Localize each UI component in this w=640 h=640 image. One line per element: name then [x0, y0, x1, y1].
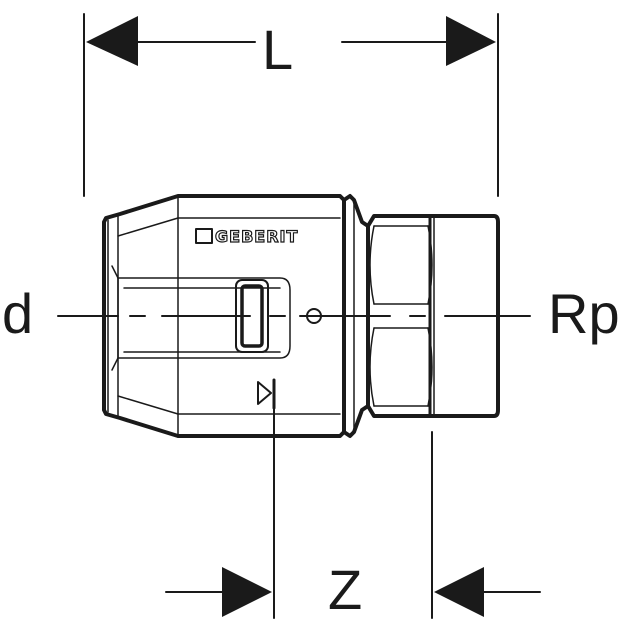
dimension-Z — [165, 407, 541, 619]
dimension-label-Rp: Rp — [548, 282, 620, 345]
dimension-label-L: L — [262, 18, 294, 81]
brand-text: GEBERIT — [214, 226, 299, 246]
dimension-label-Z: Z — [328, 558, 363, 621]
threaded-end — [366, 214, 500, 418]
insertion-depth-marker — [257, 378, 276, 410]
dimension-label-d: d — [2, 282, 34, 345]
brand-logo-square — [195, 228, 213, 244]
dimension-L — [83, 13, 499, 197]
press-body — [102, 194, 370, 438]
